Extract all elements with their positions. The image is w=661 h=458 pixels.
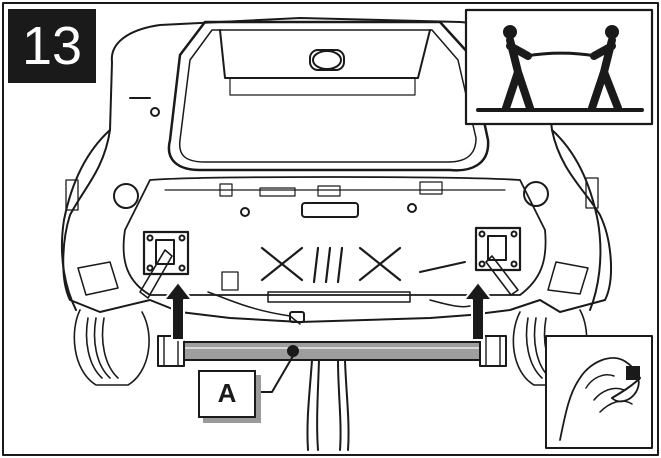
lift-arrow-right [463, 281, 493, 341]
lift-arrow-left [163, 281, 193, 341]
callout-label-a: A [198, 370, 256, 418]
hand-grip-icon [545, 335, 653, 449]
left-mounting-bracket [139, 230, 190, 299]
car-rear-body [60, 17, 613, 325]
two-person-lift-icon [464, 8, 654, 126]
right-mounting-bracket [474, 226, 522, 296]
tow-bar-crossbeam [157, 335, 507, 451]
step-number-badge: 13 [8, 9, 96, 83]
